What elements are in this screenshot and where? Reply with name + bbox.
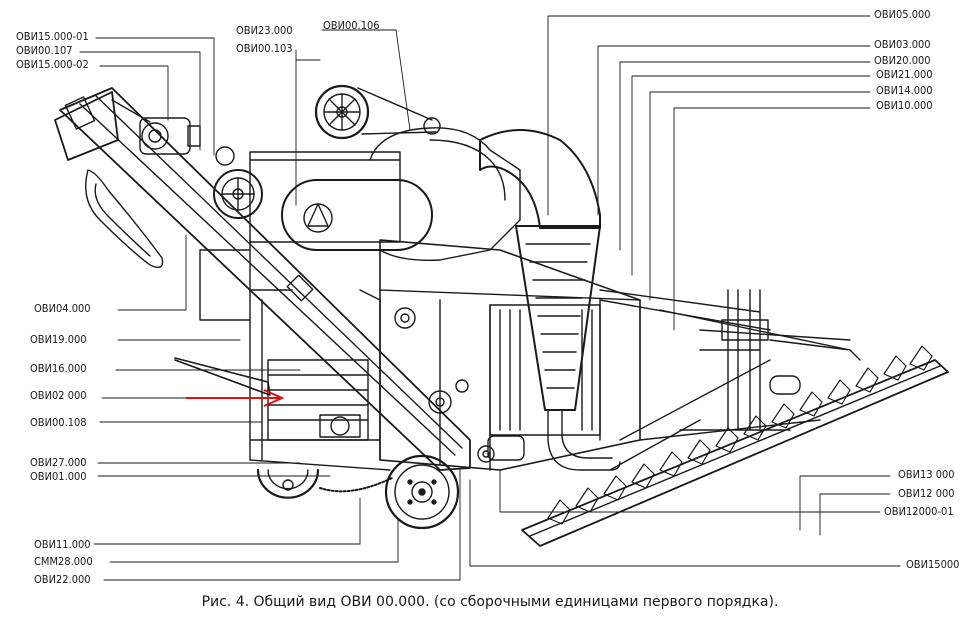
label-ovi15000: ОВИ15000 (906, 558, 960, 571)
label-ovi00-103: ОВИ00.103 (236, 42, 293, 55)
label-ovi27-000: ОВИ27.000 (30, 456, 87, 469)
label-ovi00-106: ОВИ00.106 (323, 19, 380, 32)
side-pulley (213, 169, 263, 219)
red-arrow (186, 389, 285, 407)
elevator (54, 87, 471, 471)
leader-lines (79, 15, 901, 581)
label-ovi22-000: ОВИ22.000 (34, 573, 91, 586)
label-ovi01-000: ОВИ01.000 (30, 470, 87, 483)
cyclone (479, 129, 621, 471)
label-ovi02-000: ОВИ02 000 (30, 389, 87, 402)
label-ovi04-000: ОВИ04.000 (34, 302, 91, 315)
label-ovi15-000-02: ОВИ15.000-02 (16, 58, 89, 71)
tow-bar (174, 357, 271, 396)
drawbar (599, 289, 861, 471)
label-ovi21-000: ОВИ21.000 (876, 68, 933, 81)
top-pulley (314, 84, 441, 140)
label-ovi12000-01: ОВИ12000-01 (884, 505, 954, 518)
label-ovi15-000-01: ОВИ15.000-01 (16, 30, 89, 43)
pickup-fingers (547, 345, 933, 525)
front-wheel (384, 454, 460, 530)
main-frame (249, 289, 391, 471)
label-ovi20-000: ОВИ20.000 (874, 54, 931, 67)
pickup-header (521, 359, 949, 547)
label-ovi19-000: ОВИ19.000 (30, 333, 87, 346)
chain (319, 477, 393, 493)
label-ovi23-000: ОВИ23.000 (236, 24, 293, 37)
label-ovi11-000: ОВИ11.000 (34, 538, 91, 551)
label-ovi10-000: ОВИ10.000 (876, 99, 933, 112)
label-ovi03-000: ОВИ03.000 (874, 38, 931, 51)
label-ovi00-108: ОВИ00.108 (30, 416, 87, 429)
label-ovi00-107: ОВИ00.107 (16, 44, 73, 57)
label-ovi13-000: ОВИ13 000 (898, 468, 955, 481)
fan-housing (199, 127, 521, 321)
label-ovi16-000: ОВИ16.000 (30, 362, 87, 375)
rear-wheel (256, 468, 320, 499)
hitch-mast (679, 289, 791, 431)
label-ovi14-000: ОВИ14.000 (876, 84, 933, 97)
label-ovi12-000: ОВИ12 000 (898, 487, 955, 500)
label-ovi05-000: ОВИ05.000 (874, 8, 931, 21)
figure-caption: Рис. 4. Общий вид ОВИ 00.000. (со сбороч… (201, 594, 779, 610)
motor (111, 99, 235, 166)
screen-box (379, 239, 641, 471)
label-smm28-000: СММ28.000 (34, 555, 93, 568)
